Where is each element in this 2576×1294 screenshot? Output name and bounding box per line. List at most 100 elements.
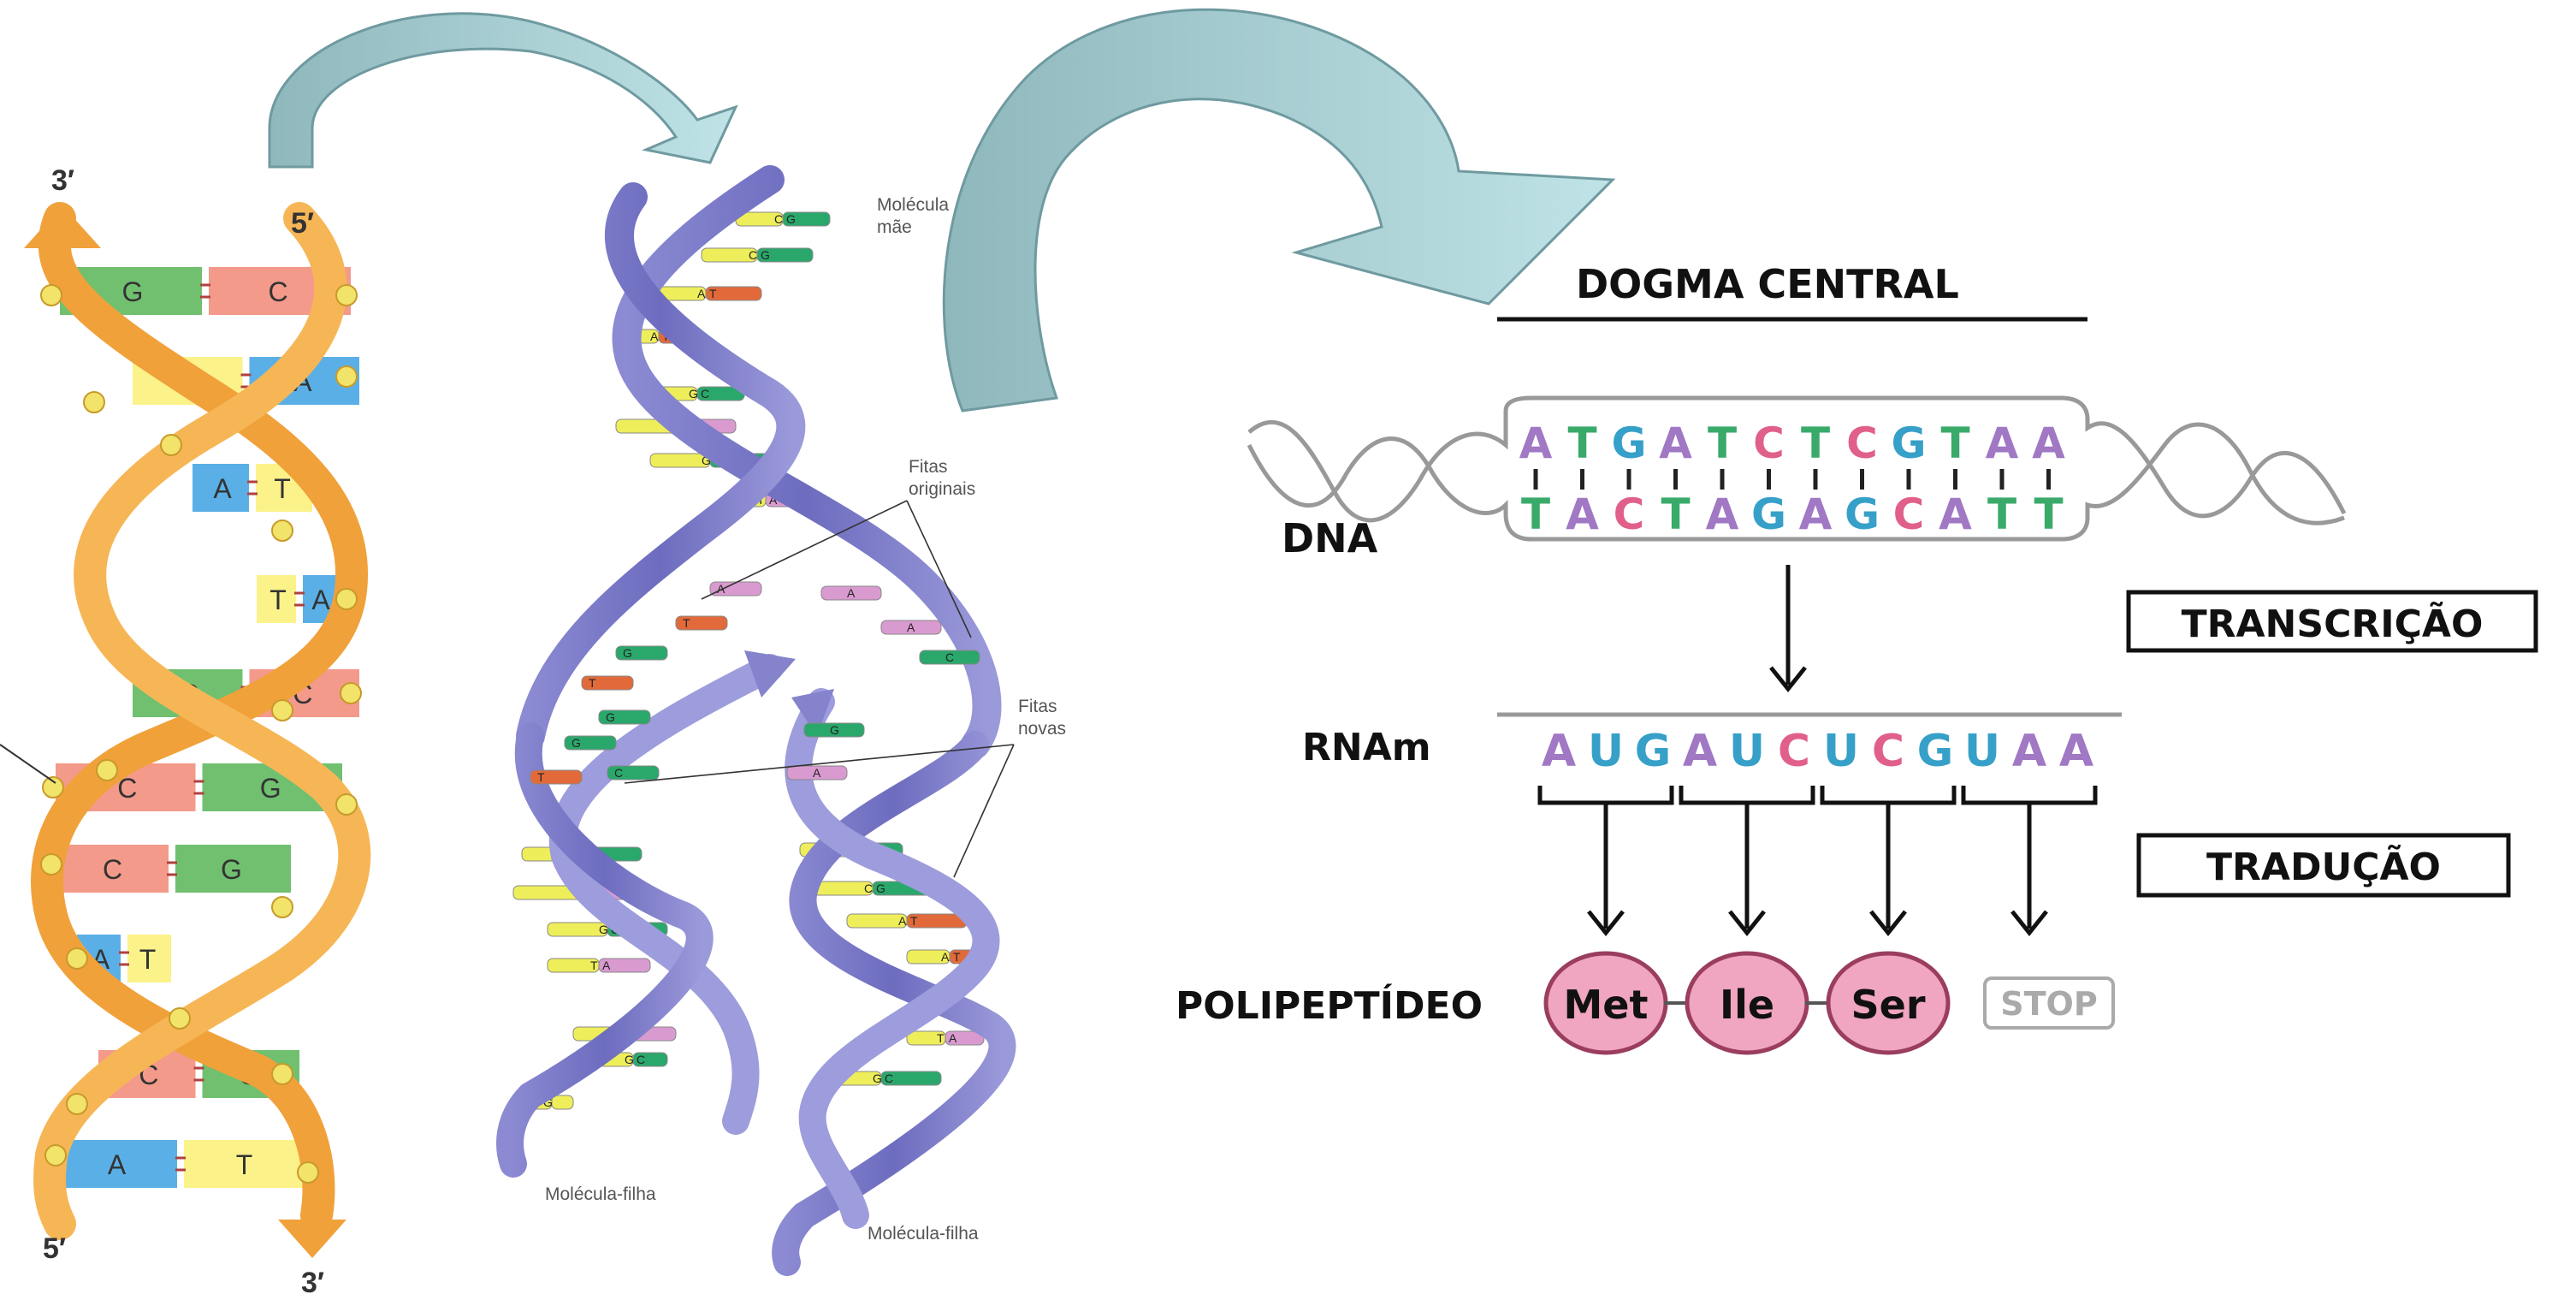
base-letter: A <box>213 473 232 504</box>
base-letter: A <box>813 766 821 780</box>
rna-label: RNAm <box>1302 726 1431 769</box>
base-letter: G <box>830 723 839 737</box>
amino-acid-label: Ser <box>1851 982 1925 1028</box>
amino-acid-label: Met <box>1564 982 1649 1028</box>
transcription-arrowhead <box>1769 666 1807 693</box>
unpaired-base: A <box>709 581 762 597</box>
base-letter: T <box>937 1031 945 1045</box>
base-letter: G <box>761 248 770 262</box>
base-letter: C <box>864 881 873 895</box>
rna-base: U <box>1964 726 2000 777</box>
stop-label: STOP <box>2000 985 2097 1023</box>
base-letter: T <box>537 770 545 784</box>
base-letter: G <box>122 276 144 307</box>
translation-box <box>2136 833 2511 898</box>
codon-arrowhead <box>1587 910 1625 937</box>
base-letter: G <box>599 923 608 936</box>
base-letter: T <box>683 616 690 630</box>
label-new-line1: Fitas <box>1018 697 1057 716</box>
unpaired-base: G <box>564 735 617 751</box>
codon-bracket <box>1961 786 2098 805</box>
label-original-line2: originais <box>909 479 975 499</box>
base-letter: T <box>590 959 598 972</box>
base-letter: T <box>139 944 157 975</box>
base-letter: G <box>260 773 281 804</box>
top-arrowhead-3prime <box>24 205 101 248</box>
base-letter: A <box>949 1031 957 1045</box>
left-daughter-old-strand <box>496 722 714 1178</box>
dna-base: T <box>1801 418 1830 468</box>
dna-strand-outline-b <box>1247 422 2345 542</box>
label-parent-line1: Molécula <box>877 195 949 215</box>
base-letter: A <box>769 493 778 507</box>
base-letter: A <box>602 959 611 972</box>
dna-base: C <box>1893 490 1925 539</box>
base-letter: T <box>589 676 596 690</box>
base-letter: T <box>236 1149 253 1180</box>
base-letter: C <box>774 212 783 226</box>
arrow-middle-to-dogma <box>942 8 1616 413</box>
base-letter: G <box>571 736 581 750</box>
unpaired-base: A <box>820 585 882 601</box>
rna-base: A <box>2012 726 2046 777</box>
rna-base: U <box>1823 726 1859 777</box>
label-new-line2: novas <box>1018 719 1066 739</box>
rna-base: C <box>1872 726 1904 777</box>
polypeptide-label: POLIPEPTÍDEO <box>1175 982 1483 1028</box>
arrow-left-to-middle <box>268 12 738 169</box>
label-daughter-right: Molécula-filha <box>868 1224 979 1244</box>
base-letter: G <box>873 1071 882 1085</box>
dna-base: A <box>2032 418 2065 468</box>
codon-arrowhead <box>1869 910 1907 937</box>
rna-base: A <box>1683 726 1717 777</box>
phosphate-nodes <box>40 284 362 1184</box>
transcription-box <box>2126 590 2538 653</box>
unpaired-base: G <box>803 722 865 738</box>
dna-base: A <box>1706 490 1739 539</box>
backbone-strand-b <box>33 202 371 1240</box>
dna-base: T <box>1940 418 1969 468</box>
unpaired-base: T <box>581 675 634 691</box>
dogma-title: DOGMA CENTRAL <box>1576 261 1959 307</box>
base-letter: T <box>269 585 287 615</box>
dna-base: A <box>1986 418 2019 468</box>
rna-base: G <box>1635 726 1672 777</box>
base-letter: G <box>543 1095 553 1109</box>
amino-acid-bead <box>1826 951 1951 1055</box>
base-letter: A <box>717 582 725 596</box>
dna-base: C <box>1614 490 1645 539</box>
dna-base: C <box>1753 418 1785 468</box>
dna-base: T <box>1567 418 1596 468</box>
callout-lines <box>624 500 1015 878</box>
rna-base: U <box>1729 726 1765 777</box>
label-daughter-left: Molécula-filha <box>545 1184 656 1204</box>
base-pair-ticks <box>1533 469 2051 490</box>
base-letter: G <box>623 646 632 660</box>
dna-base: A <box>1519 418 1553 468</box>
base-letter: C <box>268 276 287 307</box>
translation-label: TRADUÇÃO <box>2206 844 2441 889</box>
dna-base: T <box>1708 418 1737 468</box>
left-daughter-new-strand <box>549 654 784 1135</box>
dna-label: DNA <box>1282 515 1378 561</box>
base-letter: C <box>103 854 122 885</box>
end-label-bottom-left: 5′ <box>43 1232 66 1265</box>
base-letter: C <box>885 1071 893 1085</box>
rna-base: C <box>1778 726 1810 777</box>
base-letter: G <box>689 387 698 401</box>
dna-base: T <box>1661 490 1690 539</box>
base-letter: C <box>117 773 137 804</box>
base-letter: A <box>311 585 330 615</box>
backbone-strand-a <box>31 202 369 1232</box>
base-letter: C <box>701 387 709 401</box>
